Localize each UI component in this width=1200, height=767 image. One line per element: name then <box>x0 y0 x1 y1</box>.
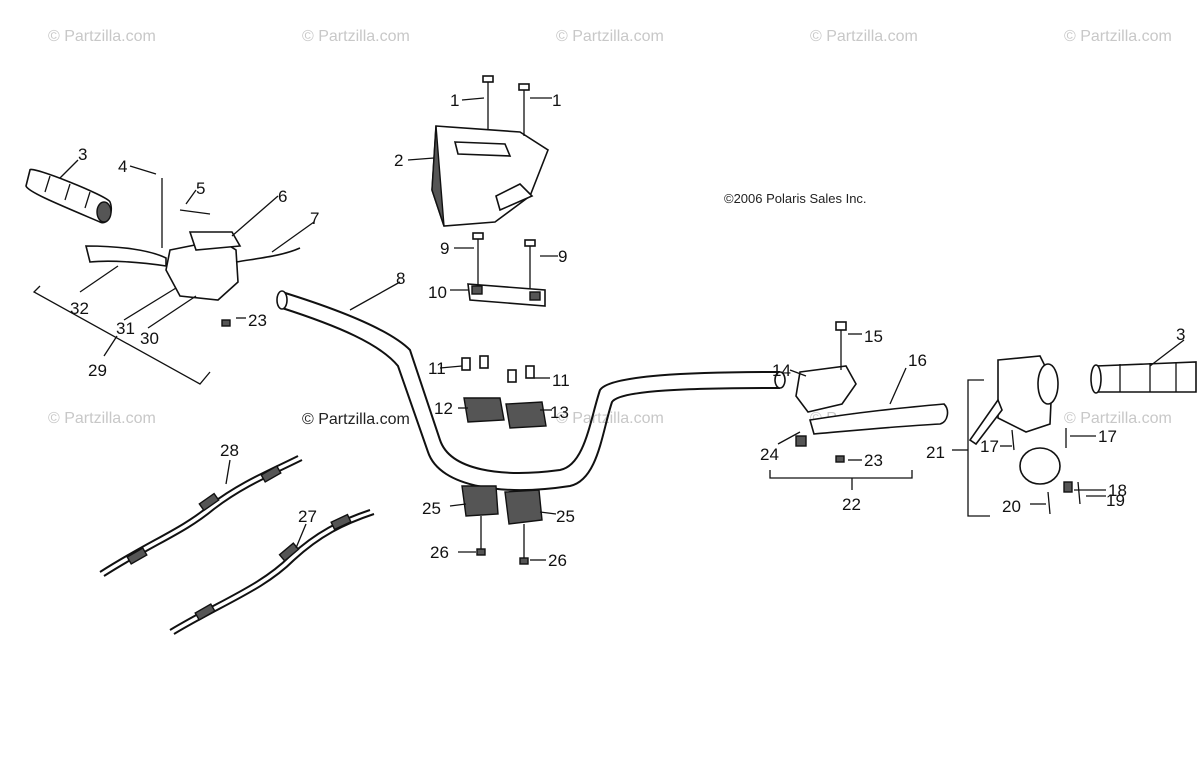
callout-22: 22 <box>842 495 861 514</box>
callout-20: 20 <box>1002 497 1021 516</box>
callout-26a: 26 <box>430 543 449 562</box>
callout-19: 19 <box>1106 491 1125 510</box>
watermark-mid-1: © Partzilla.com <box>48 410 156 427</box>
callout-14: 14 <box>772 361 791 380</box>
callout-10: 10 <box>428 283 447 302</box>
holder-left <box>461 355 505 423</box>
callout-5: 5 <box>196 179 205 198</box>
holder-right <box>505 365 547 429</box>
callout-9b: 9 <box>558 247 567 266</box>
callout-11b: 11 <box>552 371 570 390</box>
callout-15: 15 <box>864 327 883 346</box>
bolt-top-right <box>518 83 530 136</box>
callout-2: 2 <box>394 151 403 170</box>
switch-housing <box>968 355 1081 515</box>
callout-13: 13 <box>550 403 569 422</box>
copyright-notice: ©2006 Polaris Sales Inc. <box>724 191 867 206</box>
callout-31: 31 <box>116 319 135 338</box>
callout-23a: 23 <box>248 311 267 330</box>
callout-28: 28 <box>220 441 239 460</box>
callout-17a: 17 <box>980 437 999 456</box>
callout-21: 21 <box>926 443 945 462</box>
watermark-mid-5: © Partzilla.com <box>1064 410 1172 427</box>
watermark-top-3: © Partzilla.com <box>556 28 664 45</box>
callout-12: 12 <box>434 399 453 418</box>
callout-11a: 11 <box>428 359 446 378</box>
callout-3b: 3 <box>1176 325 1185 344</box>
bracket-21 <box>952 379 990 517</box>
callout-9a: 9 <box>440 239 449 258</box>
choke-cable <box>169 509 375 635</box>
callout-4: 4 <box>118 157 127 176</box>
bracket-22 <box>769 470 913 490</box>
callout-29: 29 <box>88 361 107 380</box>
center-watermark: © Partzilla.com <box>302 411 410 428</box>
callout-25a: 25 <box>422 499 441 518</box>
watermark-top-1: © Partzilla.com <box>48 28 156 45</box>
watermark-top-5: © Partzilla.com <box>1064 28 1172 45</box>
bolt-clamp-right <box>524 239 536 292</box>
callout-8: 8 <box>396 269 405 288</box>
callout-17b: 17 <box>1098 427 1117 446</box>
callout-labels: 1 1 2 3 3 4 5 6 7 8 9 9 10 11 11 12 13 1… <box>70 91 1185 570</box>
left-brake-assembly <box>84 178 301 327</box>
watermark-top-4: © Partzilla.com <box>810 28 918 45</box>
callout-1a: 1 <box>450 91 459 110</box>
leader-lines <box>59 97 1185 561</box>
callout-16: 16 <box>908 351 927 370</box>
callout-30: 30 <box>140 329 159 348</box>
callout-32: 32 <box>70 299 89 318</box>
callout-26b: 26 <box>548 551 567 570</box>
throttle-cable <box>99 455 303 577</box>
bolt-top-left <box>482 75 494 130</box>
handlebar-cover <box>431 125 549 227</box>
callout-1b: 1 <box>552 91 561 110</box>
bracket-29 <box>32 285 211 385</box>
upper-clamp <box>467 283 546 307</box>
handlebar <box>276 290 786 491</box>
callout-18: 18 <box>1108 481 1127 500</box>
callout-23b: 23 <box>864 451 883 470</box>
grip-right <box>1090 361 1197 394</box>
lower-holder-left <box>461 485 499 556</box>
grip-left <box>25 168 113 224</box>
bolt-clamp-left <box>472 232 484 285</box>
watermark-top-2: © Partzilla.com <box>302 28 410 45</box>
callout-25b: 25 <box>556 507 575 526</box>
callout-3a: 3 <box>78 145 87 164</box>
lower-holder-right <box>504 489 543 565</box>
callout-27: 27 <box>298 507 317 526</box>
callout-24: 24 <box>760 445 779 464</box>
callout-6: 6 <box>278 187 287 206</box>
right-lever-assembly <box>795 321 949 463</box>
callout-7: 7 <box>310 209 319 228</box>
watermark-mid-3: © Partzilla.com <box>556 410 664 427</box>
